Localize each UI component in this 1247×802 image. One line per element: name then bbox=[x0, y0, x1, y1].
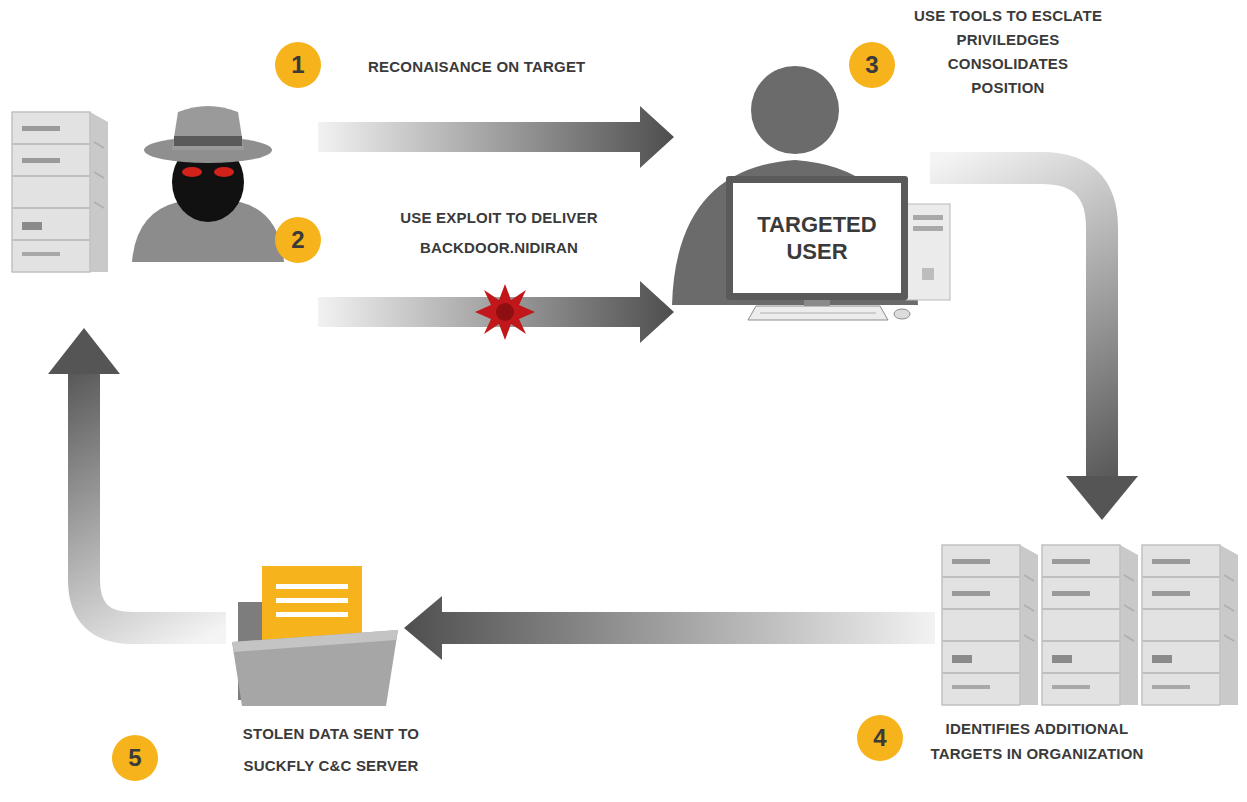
targeted-user-figure-part bbox=[751, 66, 839, 154]
hacker-figure-part bbox=[182, 167, 202, 177]
targeted-user-figure-part bbox=[922, 268, 934, 280]
exploit-arrow bbox=[318, 281, 674, 343]
targeted-user-figure-part bbox=[913, 215, 943, 220]
hacker-figure-part bbox=[172, 106, 244, 150]
organization-servers-part bbox=[1042, 545, 1138, 705]
step-label: USE TOOLS TO ESCLATE PRIVILEDGES CONSOLI… bbox=[910, 4, 1106, 100]
escalate-arrow bbox=[930, 168, 1138, 520]
organization-servers-part bbox=[942, 545, 1038, 705]
callout-number: 5 bbox=[112, 735, 158, 781]
escalate-arrow-part bbox=[930, 168, 1102, 478]
callout-number: 2 bbox=[275, 217, 321, 263]
targeted-user-figure-part bbox=[913, 226, 943, 231]
exploit-arrow-part bbox=[318, 281, 674, 343]
data-arrow bbox=[404, 596, 935, 660]
organization-servers-part bbox=[1142, 545, 1238, 705]
stolen-data-folder-part bbox=[276, 612, 348, 617]
return-arrow-part bbox=[84, 372, 226, 628]
escalate-arrow-part bbox=[1066, 476, 1138, 520]
stolen-data-folder-part bbox=[276, 584, 348, 589]
callout-number: 3 bbox=[849, 42, 895, 88]
attacker-server-part bbox=[12, 112, 108, 272]
hacker-figure-part bbox=[214, 167, 234, 177]
step-label: RECONAISANCE ON TARGET bbox=[368, 57, 688, 77]
organization-servers bbox=[942, 545, 1238, 705]
targeted-user-figure-part bbox=[748, 306, 888, 320]
data-arrow-part bbox=[404, 596, 935, 660]
targeted-user-figure-part bbox=[906, 204, 950, 300]
stolen-data-folder-part bbox=[232, 630, 398, 652]
hacker-figure-part bbox=[174, 136, 242, 146]
targeted-user-figure-part bbox=[760, 313, 876, 314]
exploit-arrow-part bbox=[496, 303, 514, 321]
targeted-user-figure-part bbox=[894, 309, 910, 319]
node-text: TARGETED USER bbox=[733, 211, 901, 266]
targeted-user-figure bbox=[672, 66, 950, 320]
recon-arrow-part bbox=[318, 106, 674, 168]
stolen-data-folder-part bbox=[232, 630, 398, 706]
targeted-user-figure-part bbox=[672, 160, 918, 305]
return-arrow-part bbox=[48, 328, 120, 374]
monitor-screen: TARGETED USER bbox=[726, 176, 908, 300]
step-label: IDENTIFIES ADDITIONAL TARGETS IN ORGANIZ… bbox=[928, 716, 1146, 766]
stolen-data-folder-part bbox=[276, 598, 348, 603]
callout-number: 4 bbox=[857, 715, 903, 761]
attacker-server bbox=[12, 112, 108, 272]
step-label: STOLEN DATA SENT TO SUCKFLY C&C SERVER bbox=[220, 718, 442, 782]
hacker-figure bbox=[132, 106, 284, 262]
step-label: USE EXPLOIT TO DELIVER BACKDOOR.NIDIRAN bbox=[374, 203, 624, 263]
return-arrow bbox=[48, 328, 226, 628]
exploit-arrow-part bbox=[475, 284, 535, 340]
recon-arrow bbox=[318, 106, 674, 168]
stolen-data-folder bbox=[232, 566, 398, 706]
callout-number: 1 bbox=[275, 42, 321, 88]
